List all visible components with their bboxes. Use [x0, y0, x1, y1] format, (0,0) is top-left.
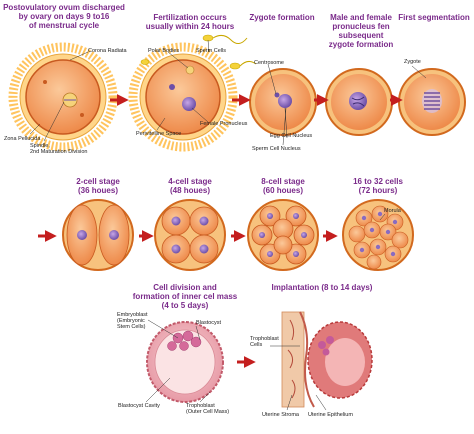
- label-egg-cell-nucleus: Egg Cell Nucleus: [270, 133, 313, 139]
- fertilization-ovum: [128, 42, 238, 152]
- label-zona-pellucida: Zona Pellucida: [4, 136, 41, 142]
- label-zygote: Zygote: [404, 59, 421, 65]
- label-morula: Morula: [384, 208, 401, 214]
- label-female-pronucleus: Female Pronucleus: [200, 121, 248, 127]
- heading-cell-division: Cell division and formation of inner cel…: [132, 283, 238, 310]
- label-centrosome: Centrosome: [254, 60, 284, 66]
- implantation-site: [281, 311, 373, 408]
- label-corona-radiata: Corona Radiata: [88, 48, 127, 54]
- heading-postovulatory: Postovulatory ovum discharged by ovary o…: [3, 3, 125, 30]
- zygote-cell: [249, 68, 317, 136]
- heading-8-cell-stage: 8-cell stage (60 houes): [261, 177, 305, 195]
- leader-lines: [29, 39, 427, 411]
- first-segmentation-cell: [398, 68, 466, 136]
- heading-zygote-formation: Zygote formation: [249, 13, 315, 22]
- heading-male-female-pronucleus: Male and female pronucleus fen subsequen…: [328, 13, 394, 49]
- label-sperm-cells: Sperm Cells: [196, 48, 226, 54]
- label-spindle: Spindle, 2nd Maturation Division: [30, 143, 88, 155]
- label-blastocyst: Blastocyst: [196, 320, 222, 326]
- label-sperm-cell-nucleus: Sperm Cell Nucleus: [252, 146, 301, 152]
- sperm-cells: [140, 34, 257, 70]
- pronucleus-cell: [325, 68, 393, 136]
- two-cell-stage: [62, 199, 134, 271]
- label-trophoblast-cells: Trophoblast Cells: [250, 336, 279, 348]
- four-cell-stage: [154, 199, 226, 271]
- label-polar-bodies: Polar Bodies: [148, 48, 180, 54]
- heading-4-cell-stage: 4-cell stage (48 houes): [168, 177, 212, 195]
- heading-first-segmentation: First segmentation: [398, 13, 470, 22]
- label-trophoblast-outer: Trophoblast (Outer Cell Mass): [186, 403, 230, 415]
- heading-16-32-cells: 16 to 32 cells (72 hours): [353, 177, 403, 195]
- label-embryoblast: Embryoblast (Embryonic Stem Cells): [117, 312, 148, 330]
- label-uterine-epithelium: Uterine Epithelium: [308, 412, 353, 418]
- eight-cell-stage: [247, 199, 319, 271]
- label-uterine-stroma: Uterine Stroma: [262, 412, 299, 418]
- label-blastocyst-cavity: Blastocyst Cavity: [118, 403, 160, 409]
- label-perivitelline-space: Perivitelline Space: [136, 131, 182, 137]
- morula-stage: [342, 199, 414, 271]
- ovum-with-corona: [8, 42, 118, 152]
- heading-implantation: Implantation (8 to 14 days): [271, 283, 373, 292]
- heading-2-cell-stage: 2-cell stage (36 houes): [76, 177, 120, 195]
- heading-fertilization: Fertilization occurs usually within 24 h…: [145, 13, 235, 31]
- blastocyst: [146, 321, 224, 403]
